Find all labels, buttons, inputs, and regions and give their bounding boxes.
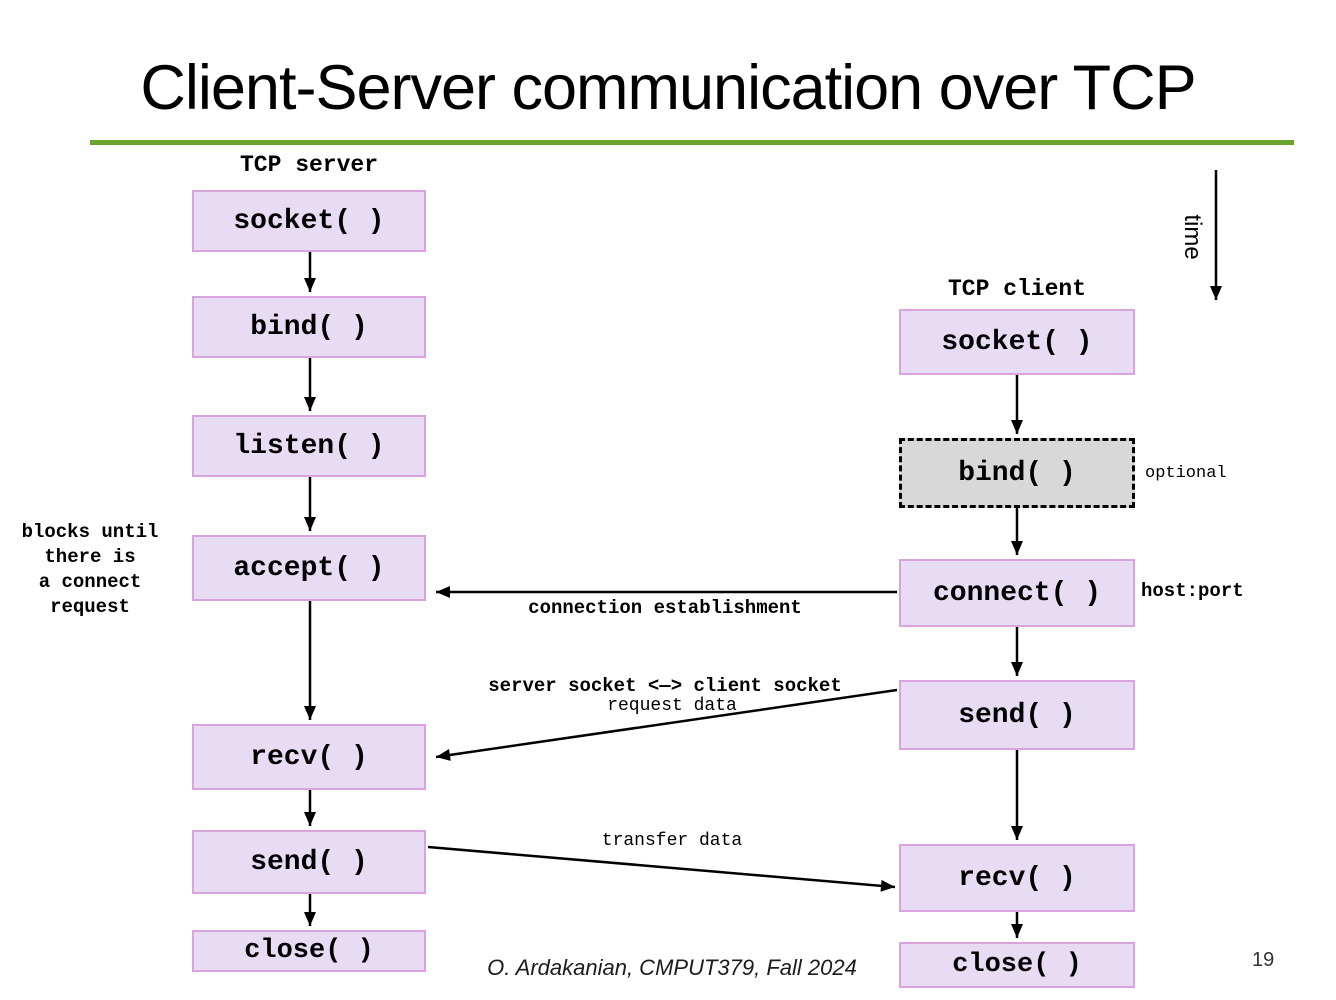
client-connect-box: connect( ) bbox=[899, 559, 1135, 627]
time-axis-label: time bbox=[1179, 214, 1206, 260]
slide-title: Client-Server communication over TCP bbox=[140, 53, 1196, 123]
server-socket-box: socket( ) bbox=[192, 190, 426, 252]
blocks-until-note: blocks until there is a connect request bbox=[21, 521, 159, 618]
title-divider-rule bbox=[90, 140, 1294, 145]
server-close-box: close( ) bbox=[192, 930, 426, 972]
optional-note: optional bbox=[1145, 464, 1227, 483]
host-port-note: host:port bbox=[1141, 580, 1244, 602]
client-socket-box: socket( ) bbox=[899, 309, 1135, 375]
client-close-box: close( ) bbox=[899, 942, 1135, 988]
server-recv-box: recv( ) bbox=[192, 724, 426, 790]
transfer-data-label: transfer data bbox=[601, 831, 743, 851]
client-bind-optional-box: bind( ) bbox=[899, 438, 1135, 508]
server-listen-box: listen( ) bbox=[192, 415, 426, 477]
slide-footer-credit: O. Ardakanian, CMPUT379, Fall 2024 bbox=[487, 955, 857, 980]
server-bind-box: bind( ) bbox=[192, 296, 426, 358]
arrow-transfer-data bbox=[427, 845, 896, 892]
client-column-header: TCP client bbox=[947, 276, 1087, 302]
server-send-box: send( ) bbox=[192, 830, 426, 894]
client-recv-box: recv( ) bbox=[899, 844, 1135, 912]
connection-establishment-label: connection establishment server socket <… bbox=[488, 597, 842, 697]
server-accept-box: accept( ) bbox=[192, 535, 426, 601]
request-data-label: request data bbox=[607, 696, 737, 716]
client-send-box: send( ) bbox=[899, 680, 1135, 750]
server-column-header: TCP server bbox=[239, 152, 379, 178]
page-number: 19 bbox=[1252, 949, 1275, 971]
